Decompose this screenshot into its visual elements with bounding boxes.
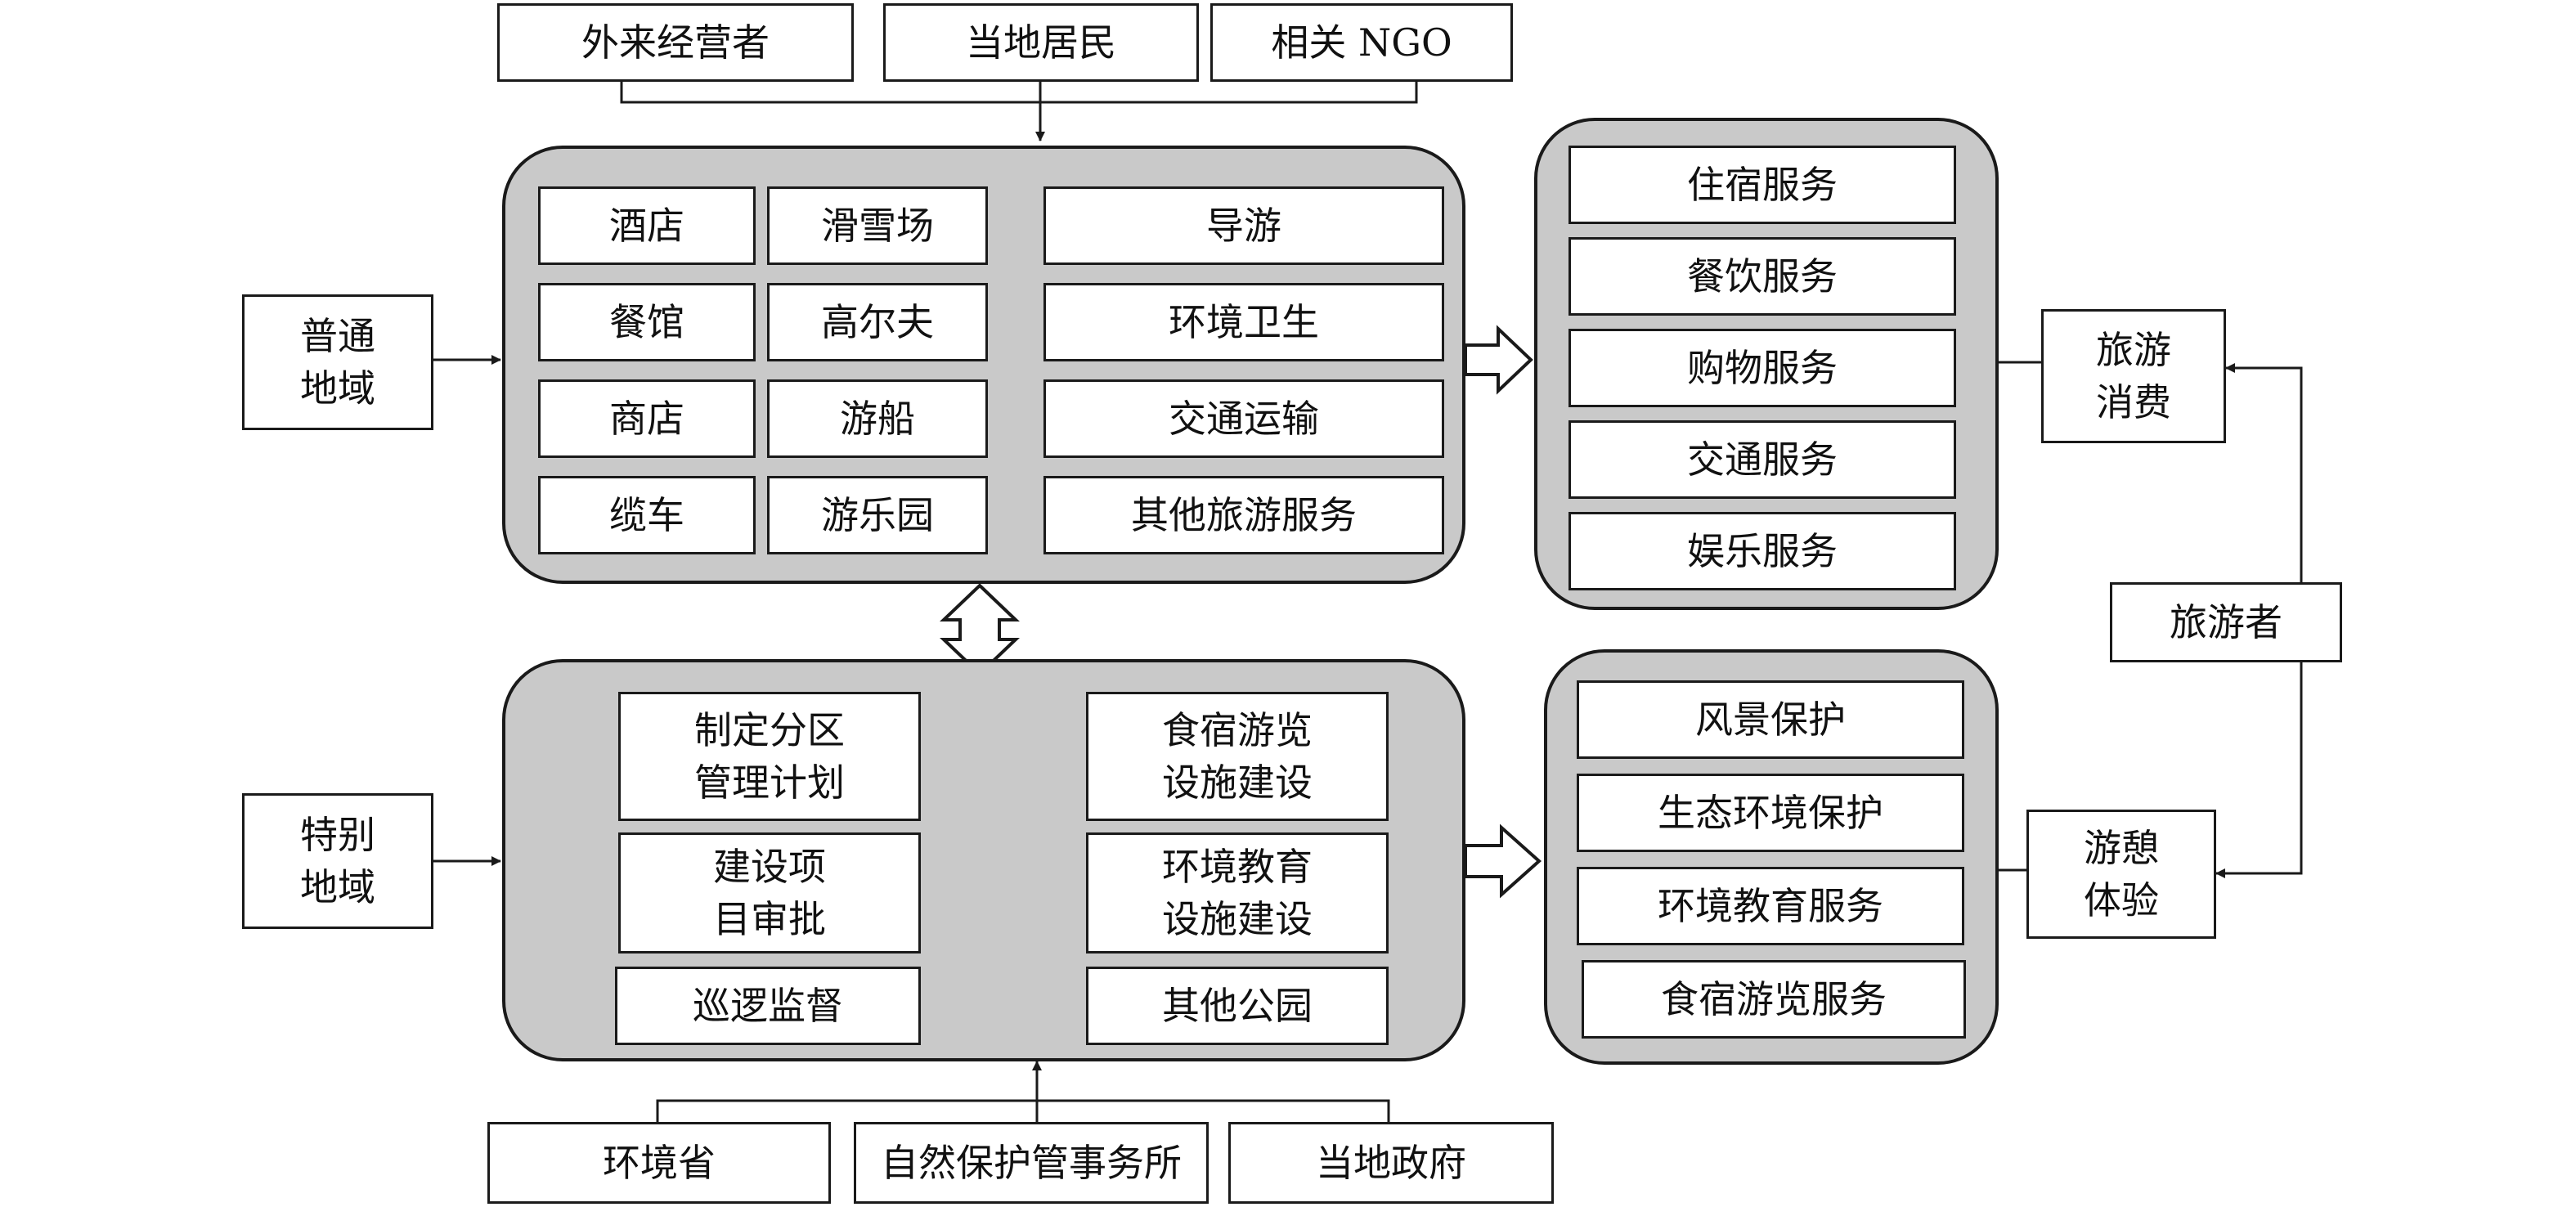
- business-panel: 酒店 滑雪场 导游 餐馆 高尔夫 环境卫生 商店 游船 交通运输 缆车 游乐园 …: [502, 146, 1465, 584]
- general-area: 普通 地域: [242, 294, 433, 430]
- protection-item-lodging-sightseeing: 食宿游览服务: [1582, 960, 1966, 1039]
- service-item-lodging: 住宿服务: [1568, 146, 1956, 224]
- protection-item-scenery: 风景保护: [1577, 680, 1964, 759]
- service-item-entertainment: 娱乐服务: [1568, 512, 1956, 590]
- stakeholder-ministry-environment: 环境省: [487, 1122, 831, 1204]
- protection-item-ecology: 生态环境保护: [1577, 774, 1964, 852]
- stakeholder-ngo: 相关 NGO: [1210, 3, 1513, 82]
- bottom-stakeholder-bracket: [656, 1099, 1390, 1122]
- business-item-cable-car: 缆车: [538, 476, 756, 554]
- business-to-services-arrow: [1464, 325, 1533, 395]
- leisure-experience: 游憩 体验: [2026, 810, 2216, 939]
- service-item-dining: 餐饮服务: [1568, 237, 1956, 316]
- business-item-hotel: 酒店: [538, 186, 756, 265]
- tourism-consumption: 旅游 消费: [2041, 309, 2226, 443]
- stakeholder-nature-office: 自然保护管事务所: [854, 1122, 1209, 1204]
- business-item-guide: 导游: [1043, 186, 1444, 265]
- business-item-ski-resort: 滑雪场: [767, 186, 988, 265]
- stakeholder-local-residents: 当地居民: [883, 3, 1199, 82]
- business-item-other-services: 其他旅游服务: [1043, 476, 1444, 554]
- stakeholder-external-operators: 外来经营者: [497, 3, 854, 82]
- special-area: 特别 地域: [242, 793, 433, 929]
- business-item-cruise: 游船: [767, 379, 988, 458]
- protection-item-education: 环境教育服务: [1577, 867, 1964, 945]
- tourist: 旅游者: [2110, 582, 2342, 662]
- tourist-to-experience-arrow: [2215, 662, 2303, 878]
- mgmt-item-project-approval: 建设项 目审批: [618, 832, 921, 953]
- mgmt-item-facility-construction: 食宿游览 设施建设: [1086, 692, 1389, 821]
- business-item-shop: 商店: [538, 379, 756, 458]
- business-item-sanitation: 环境卫生: [1043, 283, 1444, 361]
- business-item-restaurant: 餐馆: [538, 283, 756, 361]
- tourist-to-consumption-arrow: [2225, 363, 2303, 582]
- services-panel: 住宿服务 餐饮服务 购物服务 交通服务 娱乐服务: [1534, 118, 1999, 610]
- mgmt-item-education-facility: 环境教育 设施建设: [1086, 832, 1389, 953]
- mgmt-item-other-parks: 其他公园: [1086, 967, 1389, 1045]
- service-item-shopping: 购物服务: [1568, 329, 1956, 407]
- management-to-protection-arrow: [1464, 823, 1542, 899]
- business-item-transport: 交通运输: [1043, 379, 1444, 458]
- service-item-transport: 交通服务: [1568, 420, 1956, 499]
- protection-panel: 风景保护 生态环境保护 环境教育服务 食宿游览服务: [1544, 649, 1999, 1065]
- mgmt-item-patrol: 巡逻监督: [615, 967, 921, 1045]
- business-item-amusement-park: 游乐园: [767, 476, 988, 554]
- top-stakeholder-bracket: [620, 81, 1418, 104]
- mgmt-item-zoning-plan: 制定分区 管理计划: [618, 692, 921, 821]
- management-panel: 制定分区 管理计划 食宿游览 设施建设 建设项 目审批 环境教育 设施建设 巡逻…: [502, 659, 1465, 1061]
- stakeholder-local-government: 当地政府: [1228, 1122, 1554, 1204]
- business-item-golf: 高尔夫: [767, 283, 988, 361]
